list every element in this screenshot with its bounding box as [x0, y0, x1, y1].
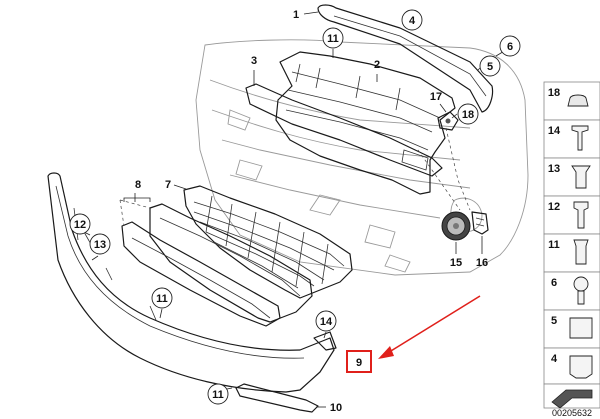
lower-strip	[235, 383, 319, 413]
torx-bolt-icon	[573, 276, 589, 292]
callout-4: 4	[409, 15, 416, 27]
callout-17: 17	[430, 91, 442, 103]
callout-circle-4	[401, 9, 423, 31]
shim-icon	[551, 389, 593, 409]
callout-circle-14	[315, 310, 337, 332]
callout-3: 3	[251, 55, 257, 67]
legend-num-11: 11	[548, 239, 560, 251]
legend-num-6: 6	[551, 277, 557, 289]
red-arrow	[378, 295, 481, 359]
callout-12: 12	[74, 219, 86, 231]
callout-circle-11b	[151, 287, 173, 309]
callouts: 1 4 11 3 2 6 5 17 18 8 7 12 13 11 14 9 1…	[69, 9, 521, 414]
carrier-clip	[437, 111, 459, 131]
callout-circle-5	[479, 55, 501, 77]
spring-nut-icon	[569, 355, 593, 379]
push-rivet-icon	[571, 125, 589, 151]
nut-clip-icon	[569, 317, 593, 339]
car-body-outline	[195, 39, 529, 276]
callout-circle-13	[89, 233, 111, 255]
lower-bumper-spoiler	[47, 172, 337, 393]
assembly-lines	[119, 127, 471, 227]
highlight-box-9	[346, 350, 372, 373]
legend-num-12: 12	[548, 201, 560, 213]
callout-13: 13	[94, 239, 106, 251]
callout-16: 16	[476, 257, 488, 269]
legend-num-14: 14	[548, 125, 561, 137]
bumper-carrier	[275, 51, 456, 195]
hardware-legend: 18 14 13 12 11 6 5 4 00205632	[543, 81, 600, 418]
legend-num-5: 5	[551, 315, 557, 327]
callout-18: 18	[462, 109, 474, 121]
callout-11a: 11	[327, 33, 339, 45]
screw-icon	[573, 201, 589, 229]
round-cap	[441, 211, 471, 241]
upper-trim-strip	[317, 4, 494, 113]
callout-6: 6	[507, 41, 513, 53]
callout-2: 2	[374, 59, 380, 71]
small-bracket	[471, 211, 489, 235]
callout-8: 8	[135, 179, 141, 191]
callout-9: 9	[356, 357, 362, 369]
clip-icon	[571, 165, 591, 189]
bolt-shank-icon	[577, 290, 585, 305]
legend-num-13: 13	[548, 163, 560, 175]
callout-14: 14	[320, 316, 333, 328]
legend-row-11	[543, 233, 600, 273]
legend-row-13	[543, 157, 600, 197]
callout-1: 1	[293, 9, 299, 21]
expansion-rivet-icon	[573, 239, 589, 265]
callout-circle-6	[499, 35, 521, 57]
grommet-icon	[567, 94, 589, 107]
callout-circle-12	[69, 213, 91, 235]
callout-11b: 11	[156, 293, 168, 305]
legend-num-18: 18	[548, 87, 560, 99]
callout-7: 7	[165, 179, 171, 191]
callout-circle-18	[457, 103, 479, 125]
impact-bar	[245, 83, 443, 177]
callout-15: 15	[450, 257, 462, 269]
leader-lines	[83, 11, 507, 408]
grille-mesh	[183, 185, 353, 299]
callout-5: 5	[487, 61, 493, 73]
bracket-part-8	[123, 197, 151, 202]
callout-circle-11c	[207, 383, 229, 405]
lower-grille-frame	[121, 203, 313, 327]
diagram-code: 00205632	[552, 408, 592, 418]
callout-11c: 11	[212, 389, 224, 401]
callout-10: 10	[330, 402, 342, 414]
legend-row-12	[543, 195, 600, 235]
legend-row-6	[543, 271, 600, 311]
legend-num-4: 4	[551, 353, 558, 365]
callout-circle-11a	[322, 27, 344, 49]
